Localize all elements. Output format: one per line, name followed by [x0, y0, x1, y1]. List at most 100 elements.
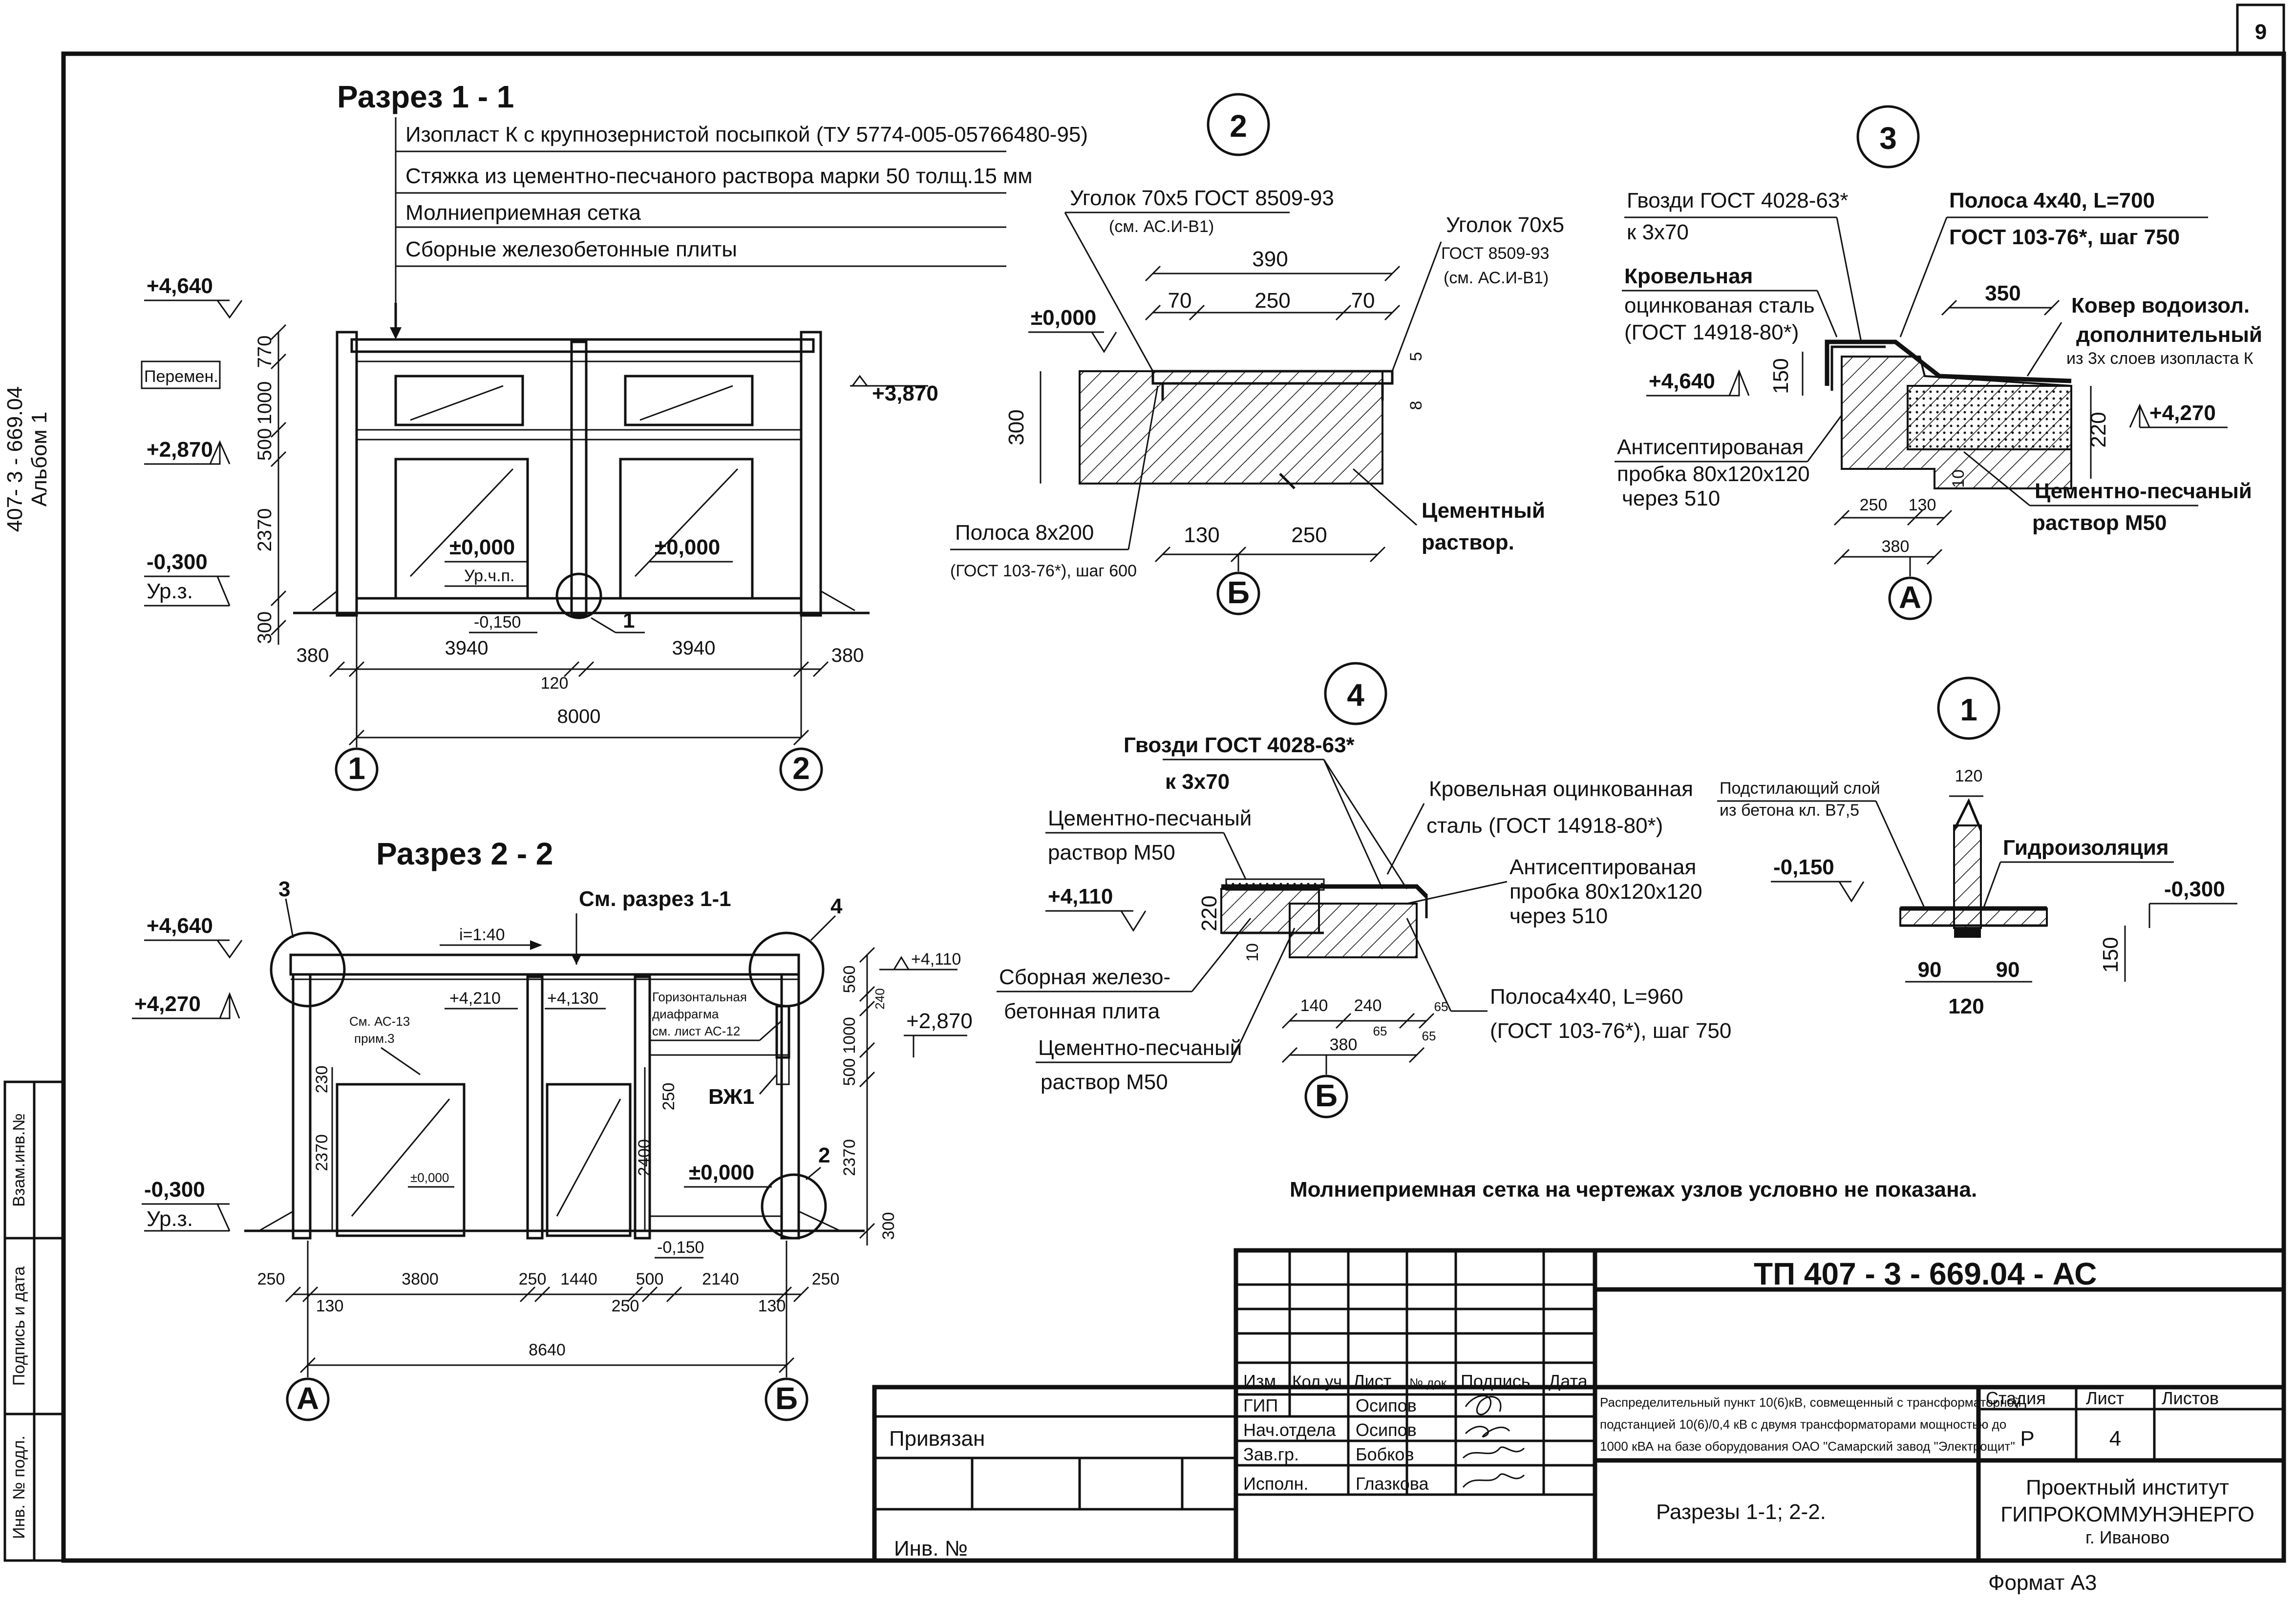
sec1-node1-mark: 1 [623, 609, 635, 633]
stamp-role-4: Исполн. [1243, 1474, 1309, 1494]
sec2-hdim-500: 500 [636, 1270, 664, 1288]
node3-num: 3 [1879, 121, 1897, 156]
node1-num: 1 [1960, 692, 1977, 727]
stamp-role-2: Нач.отдела [1243, 1420, 1336, 1440]
sec2-hdim-250d: 250 [812, 1270, 840, 1288]
sec1-hdim-3940b: 3940 [672, 637, 716, 659]
sec2-as13-a: См. АС-13 [349, 1014, 410, 1029]
sec2-lev-m0300: -0,300 [144, 1178, 205, 1202]
section-1-1: Разрез 1 - 1 Изопласт К с крупнозернисто… [141, 79, 1088, 791]
stamp-code: ТП 407 - 3 - 669.04 - АС [1754, 1256, 2097, 1291]
podp-label: Подпись и дата [10, 1266, 28, 1386]
sec2-vdim-240: 240 [872, 988, 887, 1009]
node2-d5: 5 [1407, 352, 1425, 361]
sec2-as13-b: прим.3 [354, 1031, 395, 1046]
stamp-stage: Р [2020, 1427, 2034, 1451]
node4-plug1: Антисептированая [1509, 855, 1696, 879]
node3-strip2: ГОСТ 103-76*, шаг 750 [1949, 225, 2180, 249]
node4-d65b: 65 [1373, 1024, 1387, 1038]
node1-hydro: Гидроизоляция [2003, 836, 2169, 860]
node3-d380: 380 [1882, 537, 1910, 556]
sec2-lev-0-small: ±0,000 [410, 1170, 449, 1185]
sec1-vdim-300: 300 [254, 612, 276, 644]
sec2-see: См. разрез 1-1 [579, 887, 731, 911]
stamp-h-list: Лист [1353, 1371, 1391, 1391]
sec1-hdim-380a: 380 [297, 645, 329, 666]
node2-d130: 130 [1184, 523, 1219, 547]
side-album: Альбом 1 [27, 412, 51, 507]
vzam-label: Взам.инв.№ [10, 1113, 28, 1207]
sec1-urz: Ур.з. [147, 579, 193, 603]
sec2-vdim-300: 300 [879, 1212, 898, 1240]
node2-d70b: 70 [1351, 289, 1375, 313]
sec2-vdim-560: 560 [840, 966, 859, 993]
node4-slab1: Сборная железо- [999, 965, 1170, 989]
stamp-sheet: 4 [2109, 1427, 2121, 1451]
invp-label: Инв. № подл. [10, 1435, 28, 1539]
sec2-vdim-1000: 1000 [840, 1017, 859, 1054]
node1-d90a: 90 [1918, 958, 1942, 982]
node4-cem1: Цементно-песчаный [1048, 806, 1252, 830]
node1-lev-m0150: -0,150 [1773, 855, 1834, 879]
sec2-hdim-130a: 130 [316, 1297, 344, 1315]
sec1-hdim-380b: 380 [831, 645, 864, 666]
sec2-hdim-3800: 3800 [402, 1270, 439, 1288]
node4-d220: 220 [1197, 895, 1221, 931]
sec2-lev-4110: +4,110 [911, 950, 961, 969]
node4-d10: 10 [1243, 943, 1262, 962]
sec2-hdim-8640: 8640 [529, 1341, 566, 1359]
side-label: 407- 3 - 669.04 Альбом 1 [3, 386, 51, 532]
node1-d120b: 120 [1948, 994, 1984, 1018]
node2-p1b: (ГОСТ 103-76*), шаг 600 [950, 562, 1137, 580]
sec2-mark-3: 3 [278, 877, 290, 901]
sec1-lev-m0300: -0,300 [147, 550, 208, 574]
sec2-vdim-500: 500 [840, 1058, 859, 1086]
node3-plug1: Антисептированая [1617, 435, 1804, 459]
sec1-hdim-120: 120 [541, 674, 569, 693]
node2-cem2: раствор. [1422, 530, 1514, 554]
node2-l2c: (см. АС.И-В1) [1444, 269, 1549, 287]
node3-roof3: (ГОСТ 14918-80*) [1624, 320, 1799, 344]
sec1-vdim-2370: 2370 [254, 508, 276, 552]
sec1-hdim-8000: 8000 [557, 706, 601, 727]
node4-nails2: к 3х70 [1165, 770, 1230, 794]
sec2-mark-2: 2 [818, 1143, 830, 1167]
node1-d120t: 120 [1955, 767, 1983, 785]
signatures [1462, 1395, 1525, 1488]
node2-d8: 8 [1407, 401, 1425, 410]
sec1-vdim-1000: 1000 [254, 381, 276, 425]
node3-strip1: Полоса 4х40, L=700 [1949, 189, 2155, 212]
stamp-org-1: Проектный институт [2026, 1476, 2229, 1499]
node3-plug3: через 510 [1622, 486, 1720, 510]
node4-d140: 140 [1300, 996, 1328, 1015]
node4-lev: +4,110 [1048, 885, 1113, 908]
node4-num: 4 [1347, 677, 1364, 713]
node4-cemb2: раствор М50 [1041, 1070, 1168, 1094]
sec2-hdim-130b: 130 [758, 1297, 786, 1315]
sec1-layer-3: Молниеприемная сетка [405, 201, 641, 225]
node4-plug2: пробка 80х120х120 [1509, 880, 1702, 904]
node2-d250b: 250 [1291, 523, 1327, 547]
node1-lev-m0300: -0,300 [2164, 877, 2225, 901]
node1-sub2: из бетона кл. В7,5 [1720, 801, 1859, 820]
sec2-axis-b: Б [775, 1381, 798, 1416]
sec2-lev-2870: +2,870 [906, 1009, 973, 1033]
node4-strip2: (ГОСТ 103-76*), шаг 750 [1490, 1019, 1731, 1043]
node-3: 3 Гвозди ГОСТ 4028-63* к 3х70 Полоса 4х4… [1615, 105, 2262, 620]
node3-d350: 350 [1985, 281, 2020, 305]
sheet-format: Формат А3 [1988, 1571, 2097, 1595]
node3-nails2: к 3х70 [1627, 220, 1689, 244]
stamp-desc-2: подстанцией 10(6)/0,4 кВ с двумя трансфо… [1600, 1417, 2006, 1432]
sec1-peremen: Перемен. [144, 367, 218, 386]
node3-cem2: раствор М50 [2032, 511, 2167, 535]
sec1-layer-2: Стяжка из цементно-песчаного раствора ма… [405, 164, 1033, 188]
sec2-vdim-2370r: 2370 [840, 1139, 859, 1176]
node4-d240: 240 [1354, 996, 1382, 1015]
stamp-h-podp: Подпись [1461, 1371, 1530, 1391]
sec2-hdim-250c: 250 [612, 1297, 639, 1315]
sheet-note: Молниеприемная сетка на чертежах узлов у… [1290, 1178, 1977, 1202]
sec2-urz: Ур.з. [147, 1207, 193, 1231]
stamp-h-kol: Кол.уч. [1292, 1372, 1346, 1391]
sec1-vdim-500: 500 [254, 428, 276, 461]
